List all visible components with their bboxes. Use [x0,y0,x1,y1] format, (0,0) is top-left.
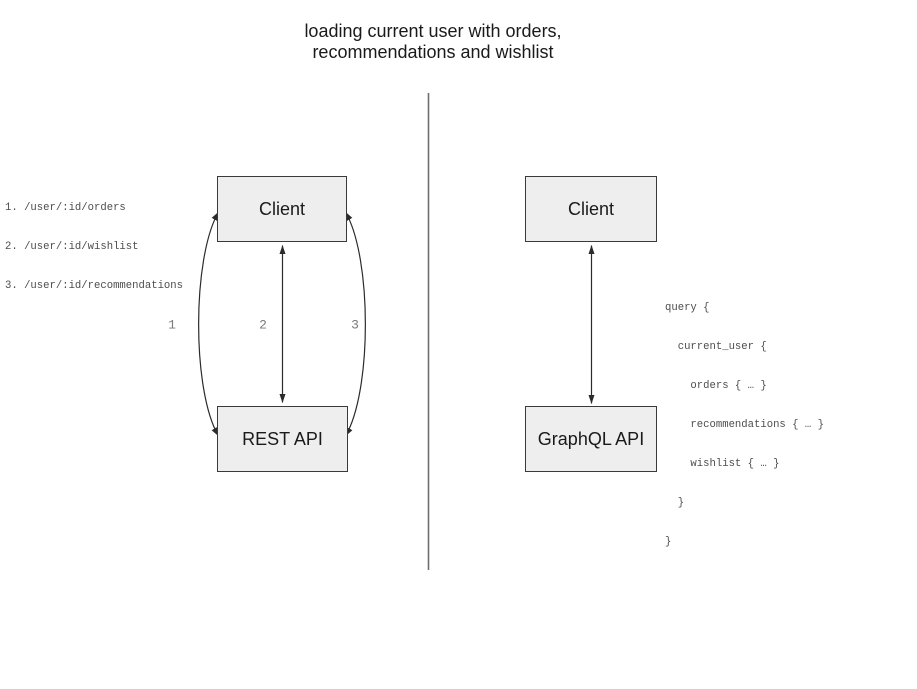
rest-endpoint-list: 1. /user/:id/orders 2. /user/:id/wishlis… [5,176,183,319]
diagram-title: loading current user with orders, recomm… [304,21,561,62]
graphql-api-label: GraphQL API [537,428,645,449]
graphql-client-box: Client [525,176,657,242]
query-line: orders { … } [665,380,767,392]
rest-api-box: REST API [217,406,348,472]
rest-arrow-label-3: 3 [351,317,359,333]
rest-endpoint-recommendations: 3. /user/:id/recommendations [5,280,184,292]
graphql-client-label: Client [567,198,615,219]
rest-arrow-label-2: 2 [259,317,267,333]
query-line: wishlist { … } [665,458,780,470]
rest-endpoint-orders: 1. /user/:id/orders [5,202,126,214]
query-line: } [665,497,685,509]
query-line: current_user { [665,341,767,353]
rest-arrow-3-curve [344,211,366,437]
diagram-title-line2: recommendations and wishlist [312,41,554,62]
query-line: recommendations { … } [665,419,824,431]
query-line: } [665,536,672,548]
rest-client-box: Client [217,176,347,242]
rest-client-label: Client [258,198,306,219]
rest-arrow-1-curve [198,211,220,437]
query-line: query { [665,302,710,314]
rest-arrow-label-1: 1 [168,317,176,333]
rest-api-label: REST API [242,428,323,449]
graphql-api-box: GraphQL API [525,406,657,472]
diagram-title-line1: loading current user with orders, [304,21,562,41]
rest-endpoint-wishlist: 2. /user/:id/wishlist [5,241,139,253]
graphql-query-snippet: query { current_user { orders { … } reco… [665,276,824,575]
